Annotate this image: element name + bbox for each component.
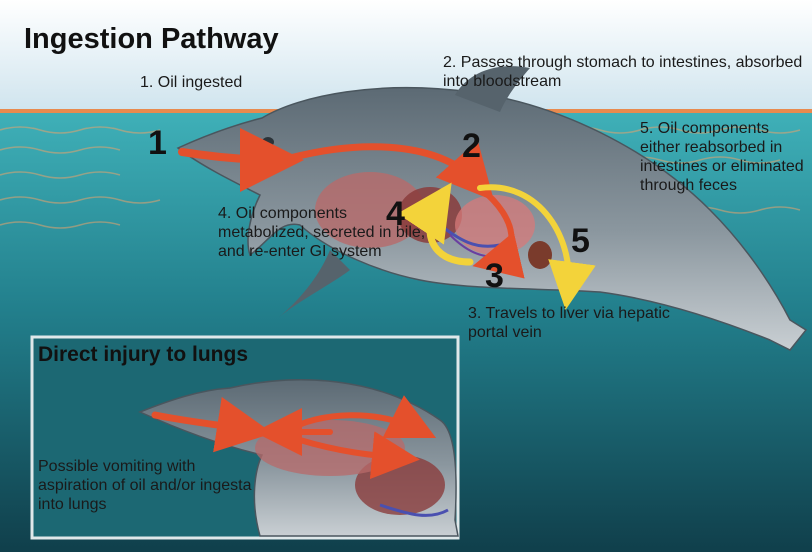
step-4-number: 4 bbox=[386, 195, 405, 234]
page-title: Ingestion Pathway bbox=[24, 22, 279, 56]
step-1-label: 1. Oil ingested bbox=[140, 74, 242, 93]
step-2-label: 2. Passes through stomach to intestines,… bbox=[443, 54, 803, 92]
inset-note: Possible vomiting with aspiration of oil… bbox=[38, 458, 258, 515]
step-5-number: 5 bbox=[571, 222, 590, 261]
step-5-label: 5. Oil components either reabsorbed in i… bbox=[640, 120, 810, 196]
step-3-label: 3. Travels to liver via hepatic portal v… bbox=[468, 305, 688, 343]
step-3-number: 3 bbox=[485, 257, 504, 296]
step-2-number: 2 bbox=[462, 127, 481, 166]
inset-title: Direct injury to lungs bbox=[38, 343, 248, 367]
step-1-number: 1 bbox=[148, 124, 167, 163]
